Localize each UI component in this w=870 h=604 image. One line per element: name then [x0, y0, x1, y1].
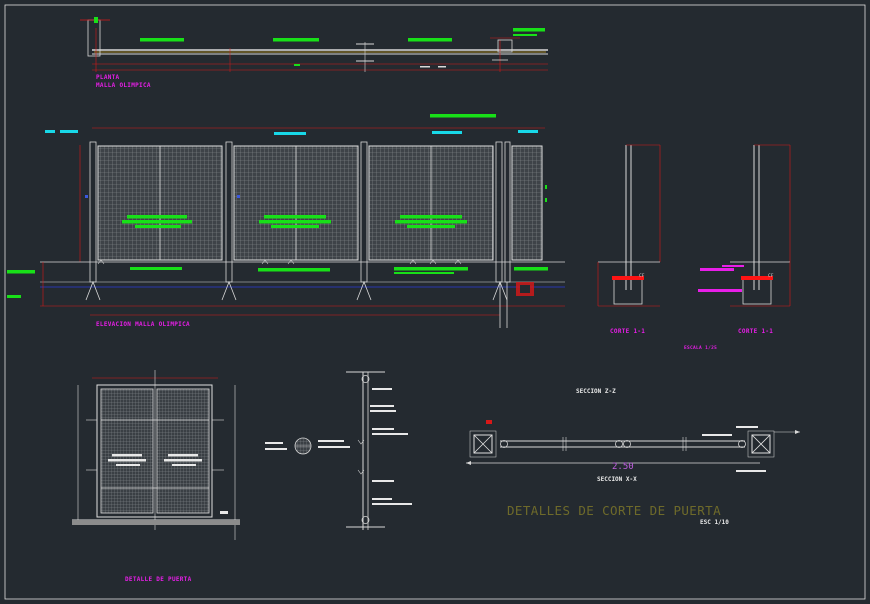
- label-detalle-puerta: DETALLE DE PUERTA: [125, 576, 192, 583]
- section-corte-b: CF: [698, 144, 791, 307]
- label-elevacion: ELEVACION MALLA OLIMPICA: [96, 321, 190, 328]
- label-seccion-xx: SECCION X-X: [597, 476, 637, 483]
- label-escala: ESC 1/10: [700, 519, 729, 526]
- label-seccion-zz: SECCION Z-Z: [576, 388, 616, 395]
- label-detalles-corte: DETALLES DE CORTE DE PUERTA: [507, 503, 721, 518]
- sheet-border: [4, 4, 866, 600]
- label-planta: PLANTA: [96, 74, 120, 81]
- label-dimension: 2.50: [612, 462, 634, 472]
- label-cf-b: CF: [768, 273, 774, 279]
- label-corte-a: CORTE 1-1: [610, 328, 645, 335]
- vertical-detail: [265, 371, 412, 530]
- elevation-view: [7, 114, 565, 328]
- section-xx: [466, 420, 800, 472]
- section-corte-a: CF: [597, 144, 661, 307]
- door-detail: [72, 370, 240, 540]
- label-corte-b: CORTE 1-1: [738, 328, 773, 335]
- label-malla-olimpica-plan: MALLA OLIMPICA: [96, 82, 151, 89]
- label-cf-a: CF: [639, 273, 645, 279]
- label-escala-cortes: ESCALA 1/25: [684, 345, 717, 351]
- plan-view: [80, 17, 548, 72]
